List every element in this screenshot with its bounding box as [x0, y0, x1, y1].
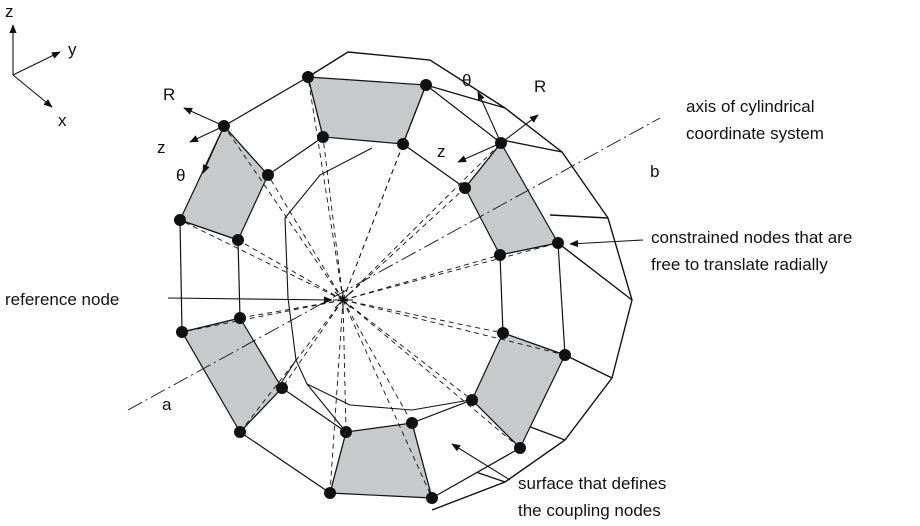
cylinder-axis-line [127, 117, 661, 411]
reference-node-label: reference node [5, 290, 119, 309]
coupling-spoke [181, 299, 344, 333]
coupling-spoke [342, 299, 433, 499]
left-theta-arrow [202, 125, 225, 174]
right-r-label: R [534, 77, 546, 96]
point-b-label: b [650, 162, 659, 181]
coupling-spoke [322, 136, 344, 301]
coupling-node [426, 492, 438, 504]
coupling-spoke [342, 299, 521, 449]
surface-label-line2: the coupling nodes [518, 501, 661, 520]
coupling-node [459, 182, 471, 194]
coupling-spoke [342, 299, 347, 433]
reference-node [333, 290, 353, 310]
coupling-spoke [281, 299, 344, 389]
coupling-node [262, 169, 274, 181]
coupling-spoke [267, 174, 344, 301]
coupling-node [494, 249, 506, 261]
coupling-node [232, 234, 244, 246]
inner-back-edges [277, 147, 471, 433]
coupling-node [466, 394, 478, 406]
coupling-node [302, 71, 314, 83]
reference-node-leader [167, 296, 333, 304]
left-z-arrow [189, 125, 225, 143]
coupling-spoke [342, 299, 566, 356]
coupling-node [324, 487, 336, 499]
coupling-node [276, 382, 288, 394]
coupling-spoke [342, 187, 466, 301]
coupling-spokes [179, 76, 566, 499]
right-theta-label: θ [462, 71, 471, 90]
global-coordinate-triad: z y x [5, 2, 77, 130]
z-axis-label: z [5, 2, 14, 21]
x-axis-label: x [58, 111, 67, 130]
coupling-node [514, 442, 526, 454]
coupling-nodes [174, 71, 571, 504]
coupling-spoke [342, 299, 413, 424]
coupling-spoke [179, 219, 344, 301]
coupling-spoke [342, 142, 502, 301]
coupling-node [552, 237, 564, 249]
coupling-node [234, 312, 246, 324]
constrained-label-line1: constrained nodes that are [651, 228, 852, 247]
coupling-node [559, 349, 571, 361]
y-axis-label: y [68, 40, 77, 59]
coupling-spoke [342, 242, 559, 301]
local-triad-right: θ R z [437, 71, 546, 163]
y-axis-arrow [12, 51, 61, 76]
right-z-label: z [437, 142, 446, 161]
left-r-arrow [183, 107, 225, 127]
coupling-node [420, 79, 432, 91]
coupling-node [234, 426, 246, 438]
left-r-label: R [163, 85, 175, 104]
right-theta-arrow [477, 91, 502, 144]
point-a-label: a [162, 395, 172, 414]
coupling-node [397, 138, 409, 150]
coupling-spoke [223, 125, 344, 301]
coupling-spoke [307, 76, 344, 301]
surface-label-line1: surface that defines [518, 474, 666, 493]
left-theta-label: θ [176, 166, 185, 185]
left-z-label: z [157, 138, 166, 157]
coupling-node [174, 214, 186, 226]
x-axis-arrow [12, 74, 53, 108]
coupling-node [497, 327, 509, 339]
coupling-node [176, 326, 188, 338]
axis-label-line2: coordinate system [686, 124, 824, 143]
right-z-arrow [457, 142, 502, 163]
local-triad-left: R z θ [157, 85, 225, 185]
coupling-node [317, 131, 329, 143]
surface-leader [451, 443, 511, 481]
axis-label-line1: axis of cylindrical [686, 97, 815, 116]
coupling-spoke [342, 299, 504, 334]
coupling-spoke [239, 299, 344, 433]
constrained-label-line2: free to translate radially [651, 255, 828, 274]
coupling-node [406, 417, 418, 429]
right-r-arrow [500, 114, 539, 144]
coupling-node [340, 426, 352, 438]
coupling-spoke [342, 299, 473, 401]
annotations: axis of cylindrical coordinate system b … [5, 97, 852, 520]
constrained-nodes-leader [569, 239, 644, 248]
coupling-spoke [237, 239, 344, 301]
coupling-spoke [239, 299, 344, 319]
coupling-spoke [342, 254, 501, 301]
coupling-spoke [342, 143, 404, 301]
